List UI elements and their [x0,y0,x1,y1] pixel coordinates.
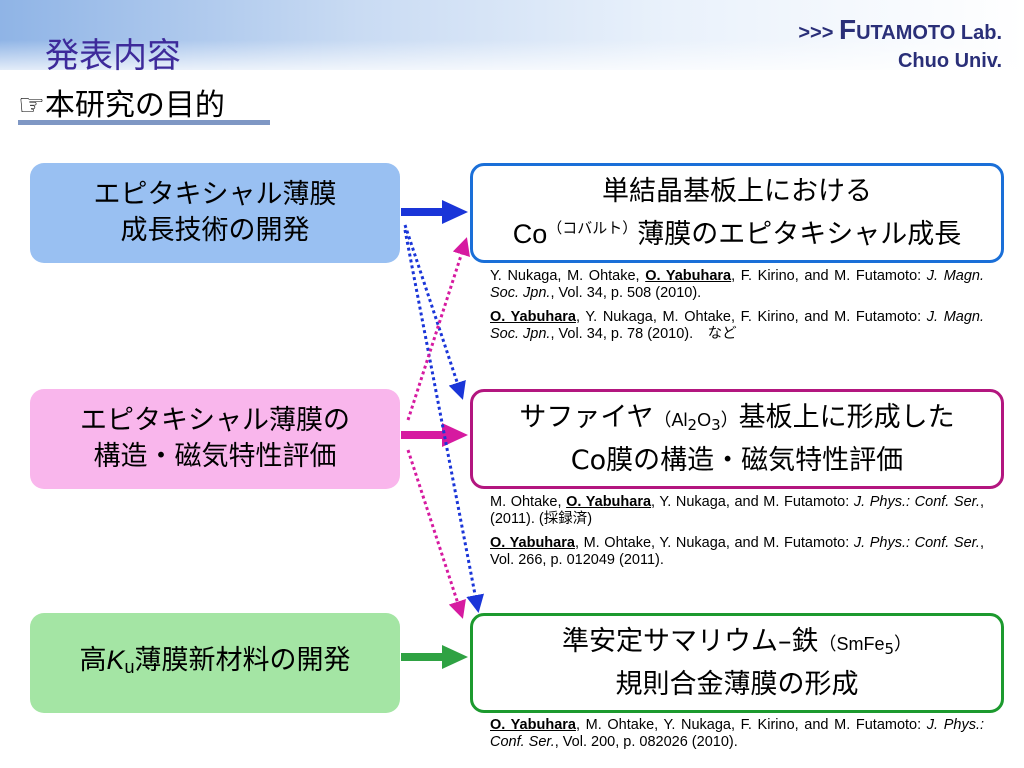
right-box-3-line1a: 準安定サマリウム–鉄 [561,625,819,657]
arrow-magenta-solid [401,423,468,447]
arrow-blue-solid [401,200,468,224]
lab-name: UTAMOTO Lab. [856,22,1002,44]
arrow-green-solid [401,645,468,669]
right-box-3-line2: 規則合金薄膜の形成 [615,668,859,700]
reference-item: O. Yabuhara, M. Ohtake, Y. Nukaga, and M… [490,535,984,568]
references-sapphire: M. Ohtake, O. Yabuhara, Y. Nukaga, and M… [490,494,984,576]
right-box-3-paren-close: ） [894,633,913,655]
right-box-2-al: Al [671,409,688,430]
reference-item: Y. Nukaga, M. Ohtake, O. Yabuhara, F. Ki… [490,268,984,301]
page-title: 発表内容 [45,36,181,76]
right-box-1-co: Co [512,218,548,249]
left-box-2-line1: エピタキシャル薄膜の [80,405,350,436]
left-box-3-sub: u [124,656,135,677]
right-box-co-epitaxy: 単結晶基板上における Co（コバルト）薄膜のエピタキシャル成長 [470,163,1004,263]
right-box-2-sub2: 2 [687,415,698,434]
section-heading-text: 本研究の目的 [44,88,225,123]
right-box-2-o: O [697,409,712,430]
left-box-1-line1: エピタキシャル薄膜 [93,179,337,210]
arrow-magenta-dotted-2 [406,449,466,619]
lab-logo: >>> FUTAMOTO Lab. Chuo Univ. [798,14,1002,73]
right-box-2-line2: Co膜の構造・磁気特性評価 [570,444,904,476]
section-heading: ☞本研究の目的 [18,80,270,125]
right-box-3-sub5: 5 [884,639,895,658]
left-box-3-prefix: 高 [79,644,107,676]
lab-prefix: >>> [798,22,839,44]
left-box-epitaxial-growth: エピタキシャル薄膜成長技術の開発 [30,163,400,263]
pointing-hand-icon: ☞ [18,88,45,123]
arrow-blue-dotted-2 [403,229,485,613]
right-box-1-line2: 薄膜のエピタキシャル成長 [637,218,962,250]
reference-item: M. Ohtake, O. Yabuhara, Y. Nukaga, and M… [490,494,985,527]
right-box-2-line1a: サファイヤ [519,401,654,433]
right-box-1-line1: 単結晶基板上における [602,175,872,207]
reference-item: O. Yabuhara, M. Ohtake, Y. Nukaga, F. Ki… [490,717,985,750]
arrow-blue-dotted-1 [403,224,466,400]
left-box-3-k: K [106,644,125,675]
right-box-sapphire: サファイヤ（Al2O3）基板上に形成した Co膜の構造・磁気特性評価 [470,389,1004,489]
right-box-3-smfe: SmFe [836,633,885,654]
header-band-fade [0,40,1024,80]
right-box-2-sub3: 3 [711,415,721,434]
lab-university: Chuo Univ. [897,50,1002,72]
left-box-structure-magnetic: エピタキシャル薄膜の構造・磁気特性評価 [30,389,400,489]
references-smfe5: O. Yabuhara, M. Ohtake, Y. Nukaga, F. Ki… [490,717,984,758]
right-box-1-co-note: （コバルト） [547,218,638,237]
right-box-2-paren-open: （ [653,409,672,431]
right-box-3-paren-open: （ [818,633,837,655]
references-co-epitaxy: Y. Nukaga, M. Ohtake, O. Yabuhara, F. Ki… [490,268,984,350]
left-box-3-suffix: 薄膜新材料の開発 [134,644,351,676]
left-box-1-line2: 成長技術の開発 [120,215,310,246]
left-box-2-line2: 構造・磁気特性評価 [93,441,337,472]
left-box-new-material: 高Ku薄膜新材料の開発 [30,613,400,713]
right-box-smfe5: 準安定サマリウム–鉄（SmFe5） 規則合金薄膜の形成 [470,613,1004,713]
arrow-magenta-dotted-1 [406,237,470,421]
lab-initial: F [838,14,857,45]
right-box-2-paren-close: ） [720,409,739,431]
reference-item: O. Yabuhara, Y. Nukaga, M. Ohtake, F. Ki… [490,309,985,342]
right-box-2-line1b: 基板上に形成した [738,401,955,433]
